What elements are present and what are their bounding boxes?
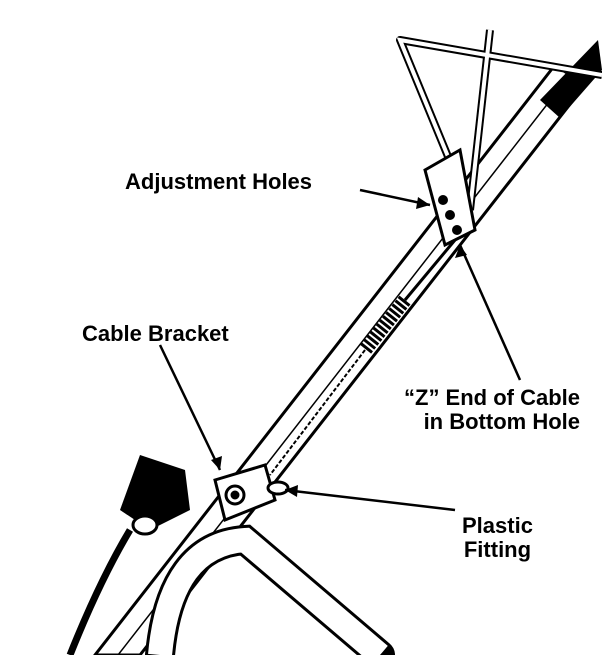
- label-z-end-line1: “Z” End of Cable: [404, 385, 580, 410]
- label-z-end-line2: in Bottom Hole: [423, 409, 580, 434]
- adjustment-plate: [423, 147, 477, 248]
- leader-cable-bracket: [158, 344, 222, 471]
- label-plastic-fitting: Plastic Fitting: [462, 514, 533, 562]
- handle-grip: [540, 40, 602, 118]
- starter-rope: [66, 528, 134, 655]
- label-plastic-fitting-line1: Plastic: [462, 513, 533, 538]
- leader-z-end: [458, 244, 522, 381]
- label-plastic-fitting-line2: Fitting: [463, 537, 532, 562]
- label-z-end: “Z” End of Cable in Bottom Hole: [358, 386, 580, 434]
- starter-knob: [120, 455, 190, 536]
- label-cable-bracket: Cable Bracket: [82, 321, 229, 346]
- cable: [269, 239, 457, 476]
- leader-plastic-fitting: [284, 488, 456, 512]
- cable-bracket: [213, 463, 290, 523]
- leader-lines: [158, 188, 522, 512]
- label-adjustment-holes: Adjustment Holes: [125, 169, 313, 194]
